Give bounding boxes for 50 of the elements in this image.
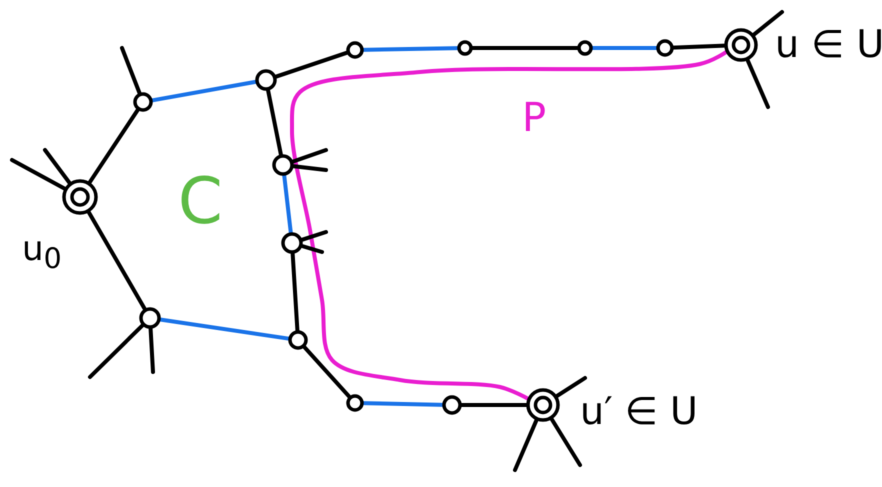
vertex-label: u ∈ U xyxy=(775,25,882,63)
vertex xyxy=(346,394,364,412)
vertex-label: u$_{0}$ xyxy=(22,232,62,274)
edge xyxy=(290,50,728,401)
edge-stub xyxy=(88,323,145,379)
vertex xyxy=(577,40,593,56)
edge-stub xyxy=(549,416,582,467)
edge xyxy=(87,108,140,185)
edge xyxy=(150,80,258,102)
cycle-label: C xyxy=(178,170,223,234)
path-label: P xyxy=(522,98,546,138)
edge xyxy=(470,46,580,50)
vertex xyxy=(457,40,473,56)
terminal-vertex xyxy=(526,388,560,422)
edge-stub xyxy=(148,326,155,374)
edge-stub xyxy=(554,376,587,398)
edge xyxy=(86,210,147,312)
vertex xyxy=(442,395,462,415)
vertex xyxy=(288,330,308,350)
edge xyxy=(290,250,300,334)
edge xyxy=(361,46,460,52)
edge xyxy=(671,44,727,50)
edge xyxy=(361,401,445,407)
edge xyxy=(273,50,350,79)
edge-stub xyxy=(300,230,328,242)
vertex xyxy=(346,41,364,59)
edge xyxy=(282,172,293,236)
edge-stub xyxy=(300,244,324,254)
edge-stub xyxy=(120,46,142,96)
edge-stub xyxy=(745,58,770,109)
vertex xyxy=(272,154,294,176)
vertex-label: u′ ∈ U xyxy=(580,392,698,430)
edge-stub xyxy=(43,148,72,186)
edge-stub xyxy=(290,148,328,164)
terminal-vertex xyxy=(724,28,758,62)
vertex xyxy=(139,307,161,329)
terminal-vertex xyxy=(62,179,98,215)
edge xyxy=(459,403,529,407)
vertex xyxy=(656,39,674,57)
edge xyxy=(266,88,284,158)
vertex xyxy=(255,69,277,91)
edge-stub xyxy=(290,164,328,172)
edge-stub xyxy=(751,10,784,37)
edge xyxy=(590,46,659,50)
edge-stub xyxy=(513,418,539,472)
edge xyxy=(158,317,292,341)
vertex xyxy=(281,232,303,254)
edge-stub xyxy=(10,158,68,191)
edge xyxy=(302,344,352,400)
vertex xyxy=(133,92,153,112)
